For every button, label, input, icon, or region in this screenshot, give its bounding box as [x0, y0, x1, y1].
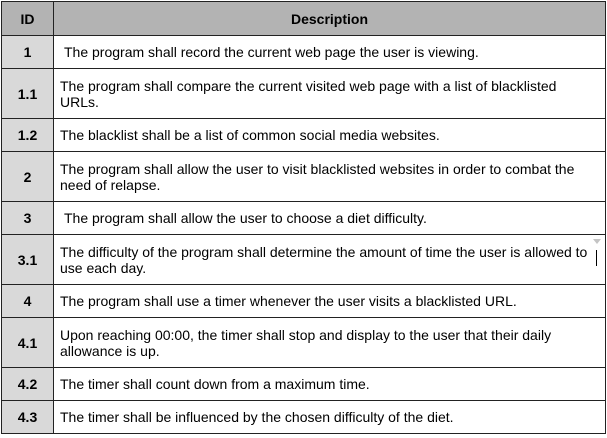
row-description: The program shall allow the user to choo…: [64, 210, 427, 226]
row-description-cell[interactable]: Upon reaching 00:00, the timer shall sto…: [53, 317, 606, 368]
table-row: 4 The program shall use a timer whenever…: [1, 284, 606, 318]
row-description-cell[interactable]: The program shall allow the user to choo…: [53, 201, 606, 235]
row-description: The timer shall be influenced by the cho…: [60, 409, 454, 425]
row-description-cell[interactable]: The timer shall count down from a maximu…: [53, 367, 606, 401]
dropdown-triangle-icon[interactable]: [593, 239, 601, 244]
row-id: 4: [1, 284, 54, 318]
row-description-cell[interactable]: The program shall use a timer whenever t…: [53, 284, 606, 318]
row-id: 1: [1, 35, 54, 69]
row-description: The program shall record the current web…: [64, 44, 479, 60]
row-id: 3: [1, 201, 54, 235]
header-row: ID Description: [1, 1, 606, 36]
row-description-cell[interactable]: The difficulty of the program shall dete…: [53, 234, 606, 285]
table-row: 3 The program shall allow the user to ch…: [1, 201, 606, 235]
row-id: 4.3: [1, 400, 54, 434]
row-description-cell[interactable]: The program shall record the current web…: [53, 35, 606, 69]
header-description: Description: [53, 1, 606, 36]
row-description-cell[interactable]: The program shall allow the user to visi…: [53, 151, 606, 202]
table-row: 1.2 The blacklist shall be a list of com…: [1, 118, 606, 152]
row-id: 2: [1, 151, 54, 202]
row-description-cell[interactable]: The program shall compare the current vi…: [53, 68, 606, 119]
row-id: 4.1: [1, 317, 54, 368]
row-description-cell[interactable]: The blacklist shall be a list of common …: [53, 118, 606, 152]
row-description: The program shall compare the current vi…: [60, 77, 557, 110]
row-description: Upon reaching 00:00, the timer shall sto…: [60, 326, 552, 359]
table-row: 2 The program shall allow the user to vi…: [1, 151, 606, 202]
row-description: The program shall allow the user to visi…: [60, 160, 575, 193]
table-row: 4.2 The timer shall count down from a ma…: [1, 367, 606, 401]
row-id: 1.2: [1, 118, 54, 152]
row-description: The timer shall count down from a maximu…: [60, 376, 370, 392]
row-description: The difficulty of the program shall dete…: [60, 243, 588, 276]
table-row: 1 The program shall record the current w…: [1, 35, 606, 69]
row-id: 4.2: [1, 367, 54, 401]
table-row: 4.3 The timer shall be influenced by the…: [1, 400, 606, 434]
text-cursor-icon: [596, 250, 597, 266]
row-id: 3.1: [1, 234, 54, 285]
row-description-cell[interactable]: The timer shall be influenced by the cho…: [53, 400, 606, 434]
row-id: 1.1: [1, 68, 54, 119]
row-description: The program shall use a timer whenever t…: [60, 293, 517, 309]
table-row: 1.1 The program shall compare the curren…: [1, 68, 606, 119]
table-row: 3.1 The difficulty of the program shall …: [1, 234, 606, 285]
table-row: 4.1 Upon reaching 00:00, the timer shall…: [1, 317, 606, 368]
row-description: The blacklist shall be a list of common …: [60, 127, 440, 143]
header-id: ID: [1, 1, 54, 36]
